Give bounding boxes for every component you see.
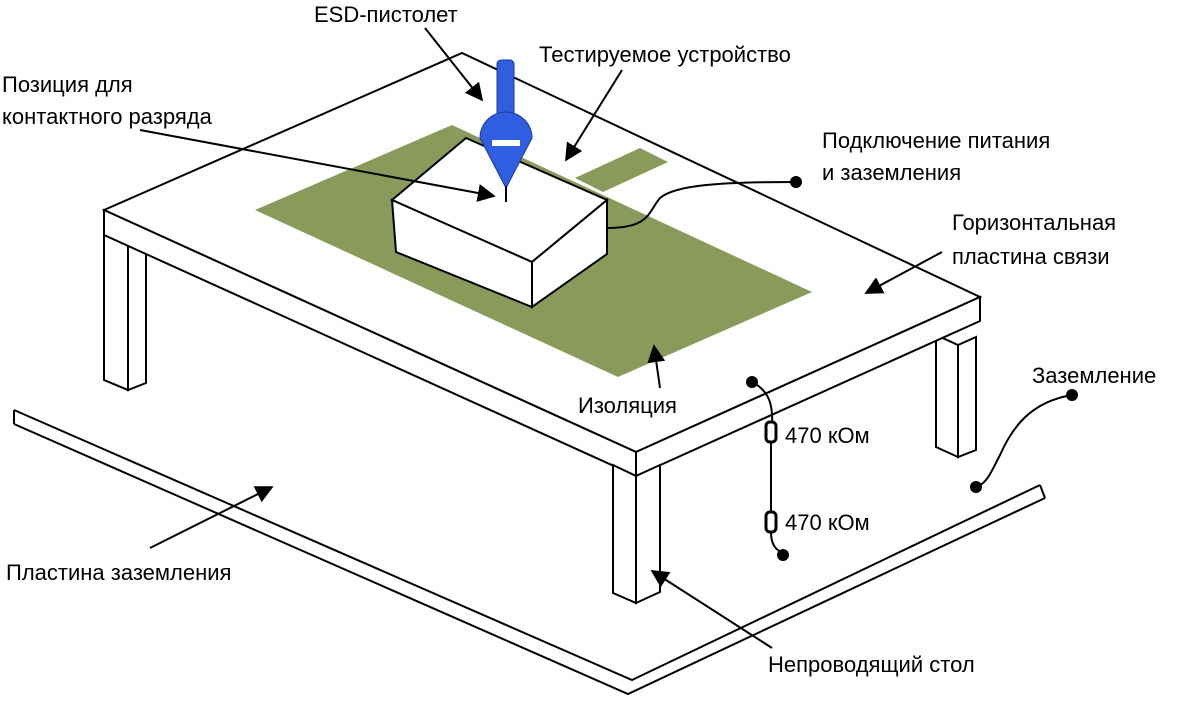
label-insulation: Изоляция [578,393,677,418]
ground-wire [970,389,1078,493]
label-contact-position-line1: Позиция для [2,72,133,97]
label-power-ground-line1: Подключение питания [822,128,1050,153]
label-ground-plane: Пластина заземления [6,560,231,585]
resistor-chain [746,376,789,561]
label-nonconductive-table: Непроводящий стол [768,652,975,677]
label-hcp-line1: Горизонтальная [952,210,1116,235]
label-resistor-2: 470 кОм [785,510,870,535]
label-hcp-line2: пластина связи [952,244,1110,269]
esd-gun-icon [479,59,533,202]
power-terminal-dot [790,176,802,188]
label-device-under-test: Тестируемое устройство [539,42,791,67]
resistor-1-icon [764,420,778,444]
leader-arrows [139,27,943,649]
label-esd-gun: ESD-пистолет [314,2,458,27]
device-under-test-box [390,136,609,309]
label-contact-position-line2: контактного разряда [2,104,213,129]
label-resistor-1: 470 кОм [785,423,870,448]
table-back-legs [103,223,977,459]
label-power-ground-line2: и заземления [822,160,961,185]
power-cable [606,181,797,229]
label-ground: Заземление [1032,363,1156,388]
table-front-legs [612,463,661,605]
resistor-2-icon [764,510,778,534]
